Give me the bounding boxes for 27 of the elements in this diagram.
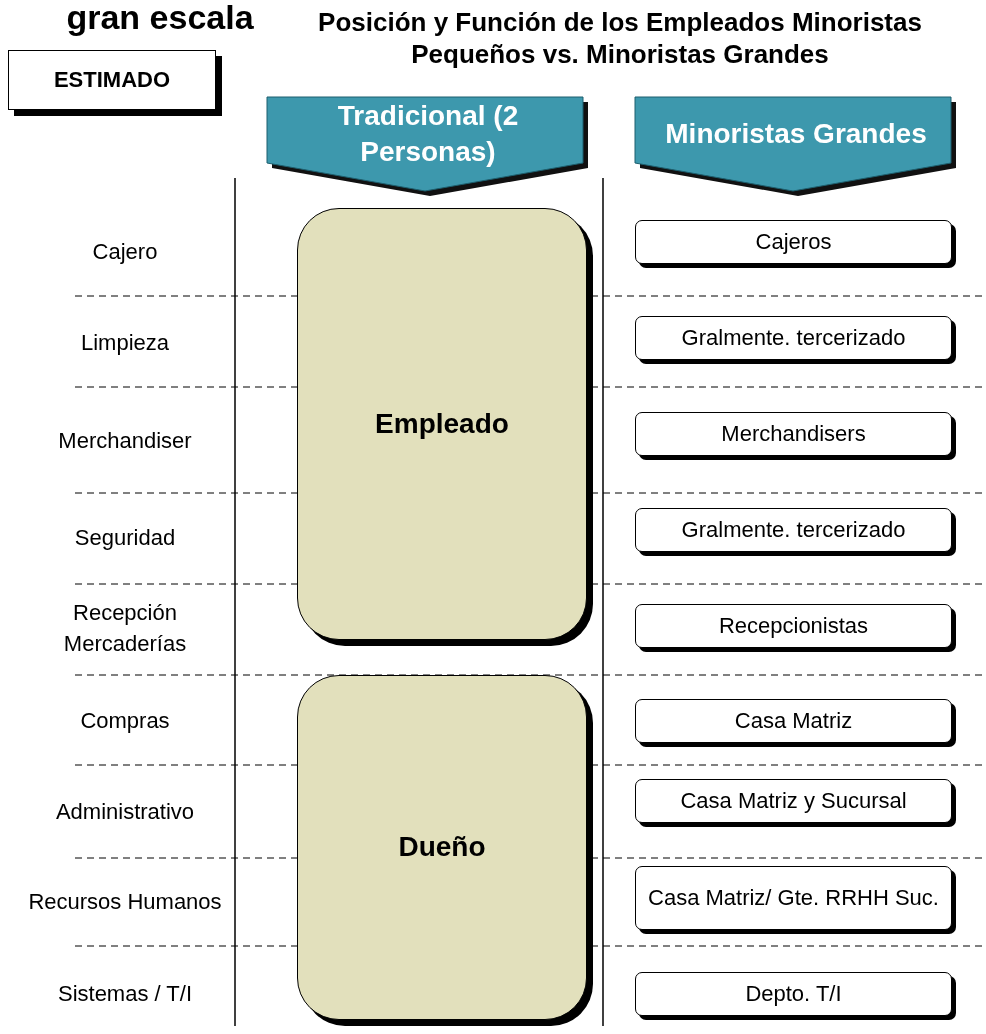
column-header [267,97,589,197]
row-label: Recepción Mercaderías [62,599,188,658]
box-text: Dueño [398,830,486,865]
box-text: Recepcionistas [718,611,869,640]
box-text: Casa Matriz/ Gte. RRHH Suc. [648,883,939,912]
header-text: Tradicional (2 Personas) [336,98,520,169]
box-text: Merchandisers [721,419,866,448]
row-label: Seguridad [73,523,177,552]
box-text: Casa Matriz y Sucursal [680,786,907,815]
row-label: Cajero [91,237,159,266]
box-text: ESTIMADO [53,65,171,94]
row-label: Limpieza [79,328,170,357]
column-header [635,97,957,197]
row-label: Administrativo [54,797,196,826]
box-text: Gralmente. tercerizado [681,323,906,352]
heading-fragment: gran escala [65,0,255,38]
box-text: Gralmente. tercerizado [681,515,906,544]
box-text: Empleado [375,406,509,441]
box-text: Cajeros [755,227,832,256]
row-label: Sistemas / T/I [56,979,194,1008]
row-label: Compras [79,706,171,735]
box-text: Casa Matriz [734,706,853,735]
header-text: Minoristas Grandes [665,116,927,151]
row-label: Merchandiser [57,426,193,455]
box-text: Depto. T/I [745,979,842,1008]
row-label: Recursos Humanos [27,887,223,916]
diagram-title: Posición y Función de los Empleados Minoristas Pequeños vs. Minoristas Grandes [317,6,923,70]
